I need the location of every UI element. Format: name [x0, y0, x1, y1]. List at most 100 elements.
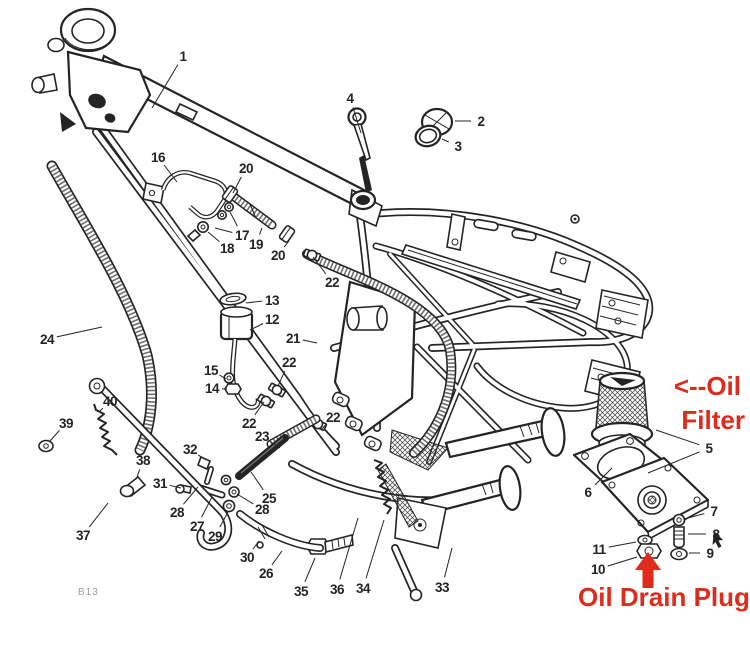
red-up-arrow [635, 552, 661, 588]
leader-line-15 [219, 374, 227, 380]
part-number-19: 19 [249, 237, 263, 252]
leader-line-32 [197, 454, 205, 460]
part-number-29: 29 [208, 529, 222, 544]
part-number-25: 25 [262, 491, 277, 506]
leader-line-22 [320, 423, 327, 431]
part-number-12: 12 [265, 312, 279, 327]
leader-line-39 [49, 430, 60, 442]
part-number-36: 36 [330, 582, 345, 597]
side-stand-drawing [38, 377, 233, 551]
leader-line-28 [236, 493, 254, 505]
figure-watermark: B13 [78, 587, 99, 598]
part-number-18: 18 [220, 241, 235, 256]
oil-drain-plug-annotation: Oil Drain Plug [578, 582, 750, 612]
part-number-20: 20 [239, 161, 253, 176]
part-number-17: 17 [235, 228, 249, 243]
part-number-34: 34 [356, 581, 371, 596]
part-number-32: 32 [183, 442, 197, 457]
part-number-22: 22 [325, 275, 339, 290]
part-number-35: 35 [294, 584, 309, 599]
leader-line-5 [647, 451, 700, 474]
leader-line-26 [271, 550, 283, 566]
part-number-22: 22 [282, 355, 296, 370]
part-number-28: 28 [170, 505, 185, 520]
part-number-15: 15 [204, 363, 219, 378]
part-number-6: 6 [584, 485, 592, 500]
part-number-39: 39 [59, 416, 73, 431]
leader-line-5 [655, 429, 700, 446]
part-number-5: 5 [705, 441, 713, 456]
leader-line-37 [88, 502, 109, 528]
leader-line-1 [151, 64, 179, 109]
part-number-4: 4 [346, 91, 354, 106]
leader-line-22 [312, 256, 327, 275]
part-number-2: 2 [477, 114, 484, 129]
leader-line-22 [277, 370, 286, 387]
part-number-23: 23 [255, 429, 270, 444]
part-number-14: 14 [205, 381, 220, 396]
oil-filter-annotation-line2: Filter [681, 405, 745, 435]
part-number-37: 37 [76, 528, 90, 543]
leader-line-3 [441, 138, 450, 143]
leader-line-35 [304, 557, 316, 582]
leader-line-18 [207, 231, 220, 242]
leader-line-6 [594, 467, 613, 486]
leader-line-23 [270, 441, 281, 449]
filler-parts-drawing [347, 107, 454, 211]
leader-line-20 [283, 240, 290, 248]
part-number-40: 40 [103, 394, 117, 409]
leader-line-36 [339, 517, 359, 580]
part-number-21: 21 [286, 331, 301, 346]
part-number-9: 9 [706, 546, 713, 561]
leader-line-4 [352, 107, 362, 134]
leader-line-7 [683, 513, 705, 520]
leader-line-22 [254, 401, 265, 416]
leader-line-16 [163, 164, 178, 183]
part-number-3: 3 [454, 139, 462, 154]
part-number-33: 33 [435, 580, 450, 595]
part-number-27: 27 [190, 519, 204, 534]
leader-line-33 [444, 547, 453, 578]
leader-line-12 [249, 323, 264, 331]
part-labels-layer: 1234567891011121314151617181920202122222… [40, 49, 721, 599]
part-number-11: 11 [592, 542, 606, 557]
leader-line-11 [608, 541, 637, 548]
oil-pipes-drawing [46, 160, 457, 552]
oil-filter-assembly-drawing [572, 371, 710, 561]
part-number-26: 26 [259, 566, 274, 581]
oil-filter-annotation-line1: <--Oil [674, 371, 741, 401]
part-number-31: 31 [153, 476, 168, 491]
leader-line-24 [56, 326, 103, 338]
leader-line-17 [214, 227, 233, 233]
leader-line-20 [232, 176, 242, 194]
leader-line-25 [250, 471, 264, 491]
part-number-7: 7 [710, 504, 717, 519]
leader-line-17 [229, 211, 238, 227]
leader-line-31 [169, 484, 182, 489]
leader-line-30 [252, 540, 260, 550]
leader-line-27 [201, 496, 213, 518]
leader-line-21 [302, 339, 318, 344]
leader-line-34 [365, 519, 385, 579]
part-number-24: 24 [40, 332, 55, 347]
leader-line-38 [136, 469, 141, 478]
mouse-cursor [712, 531, 723, 548]
part-number-16: 16 [151, 150, 166, 165]
part-number-22: 22 [242, 416, 256, 431]
part-number-13: 13 [265, 293, 280, 308]
part-number-28: 28 [255, 502, 270, 517]
leader-line-13 [245, 300, 263, 304]
part-number-1: 1 [179, 49, 187, 64]
part-number-10: 10 [591, 562, 605, 577]
leader-line-19 [259, 227, 263, 235]
part-number-20: 20 [271, 248, 285, 263]
red-annotations: <--Oil Filter Oil Drain Plug [578, 371, 750, 612]
part-number-30: 30 [240, 550, 254, 565]
part-number-22: 22 [326, 410, 340, 425]
leader-line-40 [98, 407, 104, 413]
leader-line-28 [183, 486, 199, 505]
part-number-38: 38 [136, 453, 151, 468]
leader-line-29 [219, 511, 229, 528]
